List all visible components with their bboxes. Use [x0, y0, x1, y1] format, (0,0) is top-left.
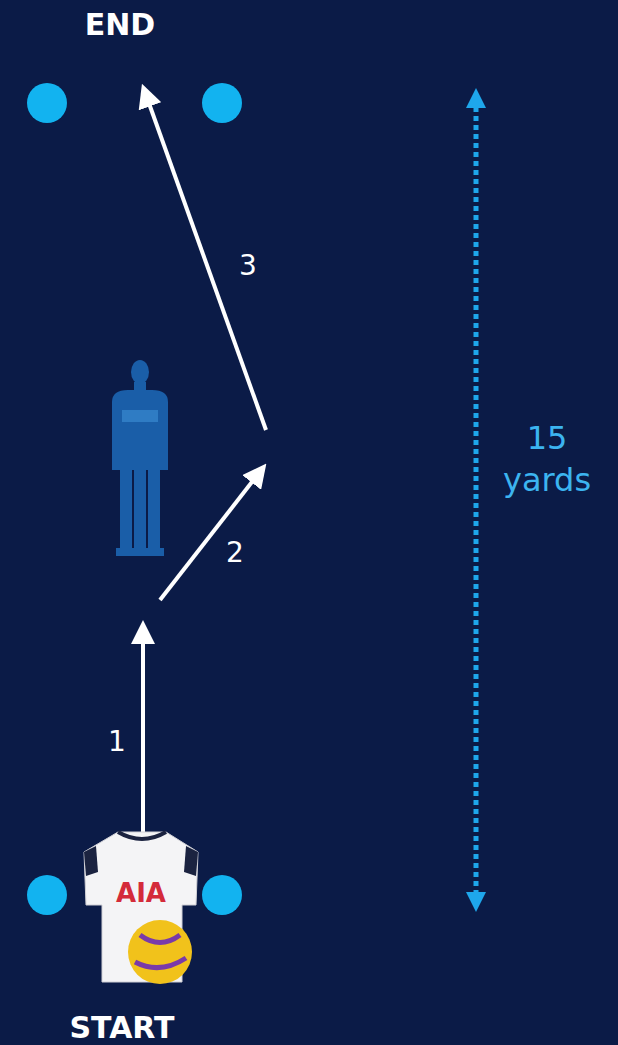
dimension-label: 15 yards [497, 418, 597, 501]
end-label: END [85, 4, 156, 46]
move-arrow [141, 632, 145, 832]
football [128, 920, 192, 984]
move-arrow [160, 473, 259, 600]
mannequin [112, 360, 168, 556]
callout-number: 1 [108, 722, 126, 761]
cone [202, 83, 242, 123]
start-label: START [69, 1007, 174, 1045]
cone [27, 875, 67, 915]
shirt-logo: AIA [116, 875, 166, 911]
distance-line [474, 98, 479, 902]
move-arrow [146, 95, 266, 430]
cone [202, 875, 242, 915]
cone [27, 83, 67, 123]
callout-number: 2 [226, 533, 244, 572]
callout-number: 3 [239, 246, 257, 285]
